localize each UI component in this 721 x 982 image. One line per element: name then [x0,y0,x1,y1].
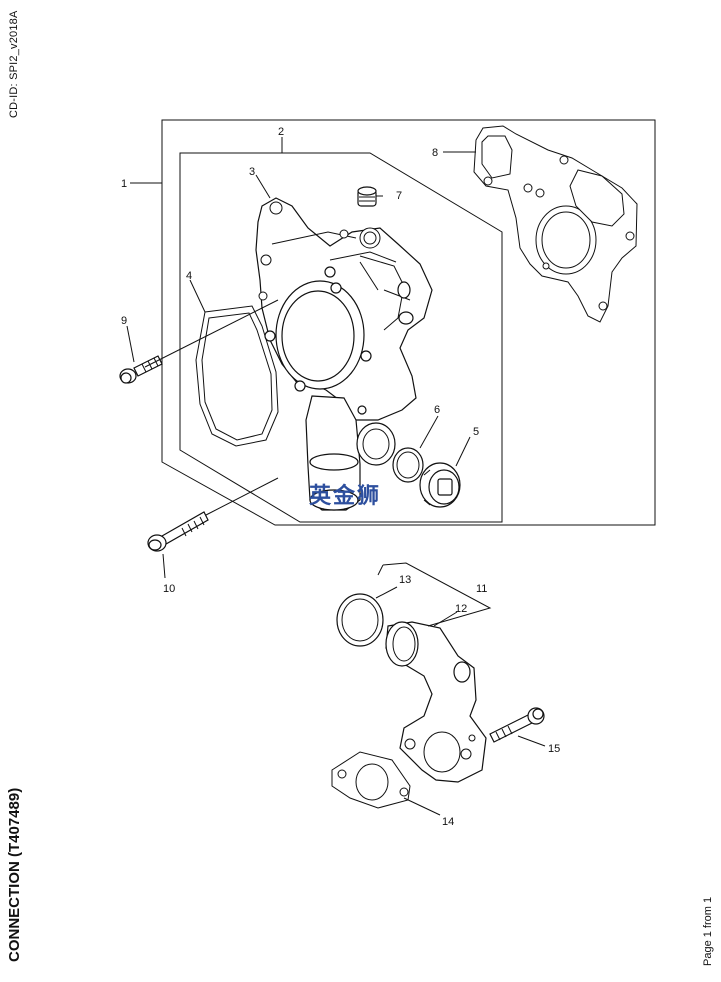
callout-15: 15 [548,743,560,755]
callout-8: 8 [432,147,438,159]
callout-11: 11 [476,583,487,595]
callout-12: 12 [455,603,467,615]
flange-gasket-part [331,751,411,809]
seal-ring-part [195,305,279,447]
callout-6: 6 [434,404,440,416]
callout-3: 3 [249,166,255,178]
watermark-text: 英金狮 [309,484,382,509]
assembly-frame-inner [179,152,503,523]
o-ring-lower-part [336,593,384,647]
callout-5: 5 [473,426,479,438]
leader-lines [126,137,546,816]
water-pump-part [255,197,433,421]
callout-9: 9 [121,315,127,327]
o-ring-part [392,447,424,483]
callout-13: 13 [399,574,411,586]
callout-7: 7 [396,190,402,202]
bolt-lower-part [489,707,545,743]
assembly-frame-outer [161,119,656,526]
callout-10: 10 [163,583,175,595]
gasket-part [473,125,638,323]
callout-1: 1 [121,178,127,190]
pump-outlet-elbow [305,395,396,511]
callout-2: 2 [278,126,284,138]
callout-14: 14 [442,816,454,828]
connection-pipe-part [385,621,487,783]
plug-part [357,186,377,207]
cap-part [419,462,461,508]
bolt-short-part [119,355,163,384]
bolt-long-part [147,511,209,552]
callout-4: 4 [186,270,192,282]
